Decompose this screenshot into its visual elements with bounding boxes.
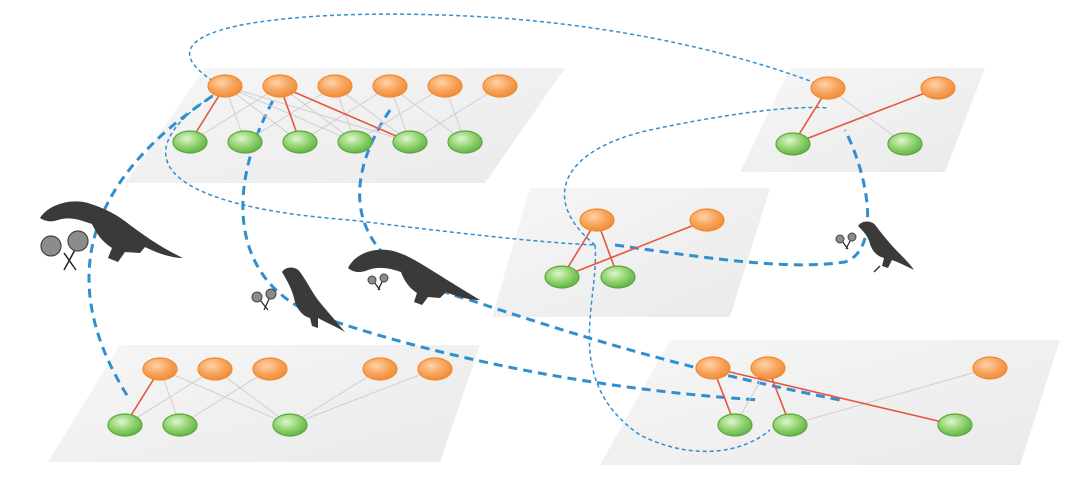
consumer-node (695, 356, 731, 380)
consumer-node (142, 357, 178, 381)
dispersal-link-thin (165, 87, 596, 246)
bird-silhouette-icon (858, 221, 914, 270)
network-3 (544, 208, 725, 289)
consumer-nodes (207, 74, 518, 98)
consumer-node (317, 74, 353, 98)
dispersal-links-thin (165, 13, 829, 453)
resource-node (544, 265, 580, 289)
disperser-hornbill-medium (348, 249, 480, 305)
resource-node (772, 413, 808, 437)
disperser-hornbill-large (40, 201, 183, 271)
resource-nodes (172, 130, 483, 154)
network-1 (172, 74, 518, 154)
resource-node (775, 132, 811, 156)
consumer-node (417, 357, 453, 381)
consumer-node (482, 74, 518, 98)
consumer-node (920, 76, 956, 100)
network-5 (695, 356, 1008, 437)
seed-pair-icon (251, 288, 277, 311)
bird-silhouette-icon (40, 201, 183, 262)
resource-node (600, 265, 636, 289)
resource-node (227, 130, 263, 154)
consumer-node (252, 357, 288, 381)
dispersal-link-thin (188, 13, 829, 89)
resource-node (272, 413, 308, 437)
resource-node (172, 130, 208, 154)
consumer-node (750, 356, 786, 380)
resource-node (392, 130, 428, 154)
resource-node (162, 413, 198, 437)
network-2 (775, 76, 956, 156)
consumer-node (427, 74, 463, 98)
disperser-small-bird (835, 221, 914, 273)
network-plane-1 (125, 68, 565, 183)
consumer-node (810, 76, 846, 100)
resource-node (717, 413, 753, 437)
consumer-node (972, 356, 1008, 380)
resource-node (107, 413, 143, 437)
consumer-node (262, 74, 298, 98)
resource-node (887, 132, 923, 156)
consumer-node (372, 74, 408, 98)
bird-silhouette-icon (282, 267, 345, 332)
seed-pair-icon (835, 232, 857, 250)
consumer-node (579, 208, 615, 232)
disperser-songbird (251, 267, 345, 332)
seed-pair-icon (367, 273, 389, 291)
dispersal-link-thin (588, 244, 771, 453)
consumer-node (362, 357, 398, 381)
dispersal-link-thick (241, 87, 761, 402)
dispersal-link-thick (614, 129, 870, 267)
bird-silhouette-icon (348, 249, 480, 305)
resource-node (337, 130, 373, 154)
consumer-node (207, 74, 243, 98)
seed-pair-icon (40, 230, 89, 271)
network-plane-3 (492, 188, 770, 317)
network-4 (107, 357, 453, 437)
resource-node (937, 413, 973, 437)
consumer-node (689, 208, 725, 232)
resource-node (447, 130, 483, 154)
consumer-node (197, 357, 233, 381)
resource-node (282, 130, 318, 154)
dispersal-link-thin (563, 106, 829, 246)
